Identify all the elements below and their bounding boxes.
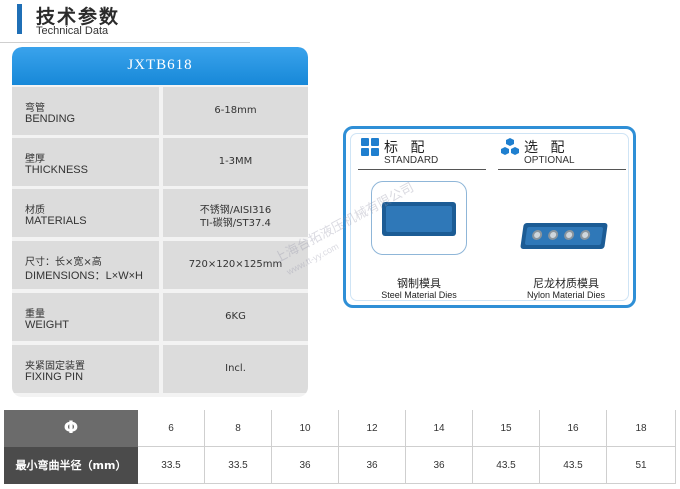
die-case-illustration [520,223,608,249]
standard-title-cn: 标 配 [384,140,429,156]
steel-dies-image [371,181,467,255]
model-name: JXTB618 [127,57,193,73]
die-case-illustration [382,202,456,236]
spec-value-cell: 720×120×125mm [163,241,308,289]
spec-label-cell: 尺寸：长×宽×高 DIMENSIONS：L×W×H [12,241,159,289]
spec-label-cn: 尺寸：长×宽×高 [25,257,102,268]
radius-cell: 36 [406,447,473,484]
standard-product-en: Steel Material Dies [381,290,457,300]
spec-row-materials: 材质 MATERIALS 不锈钢/AISI316 TI-碳钢/ST37.4 [12,189,308,237]
spec-table: JXTB618 弯管 BENDING 6-18mm 壁厚 THICKNESS 1… [12,47,308,397]
cubes-icon [501,138,519,155]
diameter-cell: 15 [473,410,540,447]
spec-label-en: WEIGHT [25,319,69,331]
spec-row-thickness: 壁厚 THICKNESS 1-3MM [12,138,308,186]
spec-row-dimensions: 尺寸：长×宽×高 DIMENSIONS：L×W×H 720×120×125mm [12,241,308,289]
radius-header: 最小弯曲半径（mm） [4,447,138,484]
diameter-cell: 16 [540,410,607,447]
header-accent-bar [17,4,22,34]
spec-table-header: JXTB618 [12,47,308,85]
radius-cell: 36 [272,447,339,484]
spec-label-cell: 夹紧固定装置 FIXING PIN [12,345,159,393]
standard-product-cn: 钢制模具 [397,277,441,290]
radius-cell: 43.5 [540,447,607,484]
optional-title-cn: 选 配 [524,140,569,156]
radius-cell: 36 [339,447,406,484]
spec-label-cn: 重量 [25,309,45,320]
optional-title-en: OPTIONAL [524,155,575,166]
spec-row-fixing-pin: 夹紧固定装置 FIXING PIN Incl. [12,345,308,393]
options-panel-inner [350,133,629,301]
spec-value-cell: 6KG [163,293,308,341]
radius-cell: 33.5 [205,447,272,484]
bending-radius-table: Φ 最小弯曲半径（mm） 6 8 10 12 14 15 16 18 33.5 … [4,410,676,484]
diameter-cell: 6 [138,410,205,447]
spec-value: TI-碳钢/ST37.4 [200,218,271,229]
options-panel: 标 配 STANDARD 钢制模具 Steel Material Dies 选 … [343,126,636,308]
spec-value: 6-18mm [214,105,257,116]
grid-squares-icon [361,138,379,156]
spec-value-cell: 6-18mm [163,87,308,135]
section-title-cn: 技术参数 [36,6,121,28]
spec-value: 720×120×125mm [188,259,283,270]
optional-product-en: Nylon Material Dies [526,290,606,300]
diameter-cell: 12 [339,410,406,447]
spec-label-cn: 材质 [25,205,45,216]
diameter-cell: 8 [205,410,272,447]
spec-label-en: DIMENSIONS：L×W×H [25,270,143,282]
spec-label-cell: 重量 WEIGHT [12,293,159,341]
spec-label-en: BENDING [25,113,76,125]
standard-divider [358,169,486,170]
spec-label-cn: 弯管 [25,103,45,114]
optional-divider [498,169,626,170]
header-divider [0,42,250,43]
diameter-cell: 14 [406,410,473,447]
spec-row-weight: 重量 WEIGHT 6KG [12,293,308,341]
diameter-header: Φ [4,410,138,447]
radius-cell: 51 [607,447,676,484]
spec-value: 不锈钢/AISI316 [199,205,272,216]
spec-value: Incl. [225,363,246,374]
spec-value: 6KG [225,311,246,322]
spec-value-cell: Incl. [163,345,308,393]
spec-label-cell: 弯管 BENDING [12,87,159,135]
section-title-en: Technical Data [36,25,109,37]
spec-label-cn: 夹紧固定装置 [25,361,85,372]
spec-label-en: FIXING PIN [25,371,84,383]
spec-label-cn: 壁厚 [25,154,45,165]
section-header: 技术参数 Technical Data [0,0,300,46]
spec-label-cell: 材质 MATERIALS [12,189,159,237]
spec-value-cell: 1-3MM [163,138,308,186]
spec-label-en: MATERIALS [25,215,87,227]
spec-value: 1-3MM [218,156,253,167]
diameter-cell: 18 [607,410,676,447]
standard-title-en: STANDARD [384,155,439,166]
spec-label-cell: 壁厚 THICKNESS [12,138,159,186]
diameter-cell: 10 [272,410,339,447]
spec-label-en: THICKNESS [25,164,88,176]
radius-cell: 43.5 [473,447,540,484]
radius-cell: 33.5 [138,447,205,484]
spec-value-cell: 不锈钢/AISI316 TI-碳钢/ST37.4 [163,189,308,237]
optional-product-cn: 尼龙材质模具 [533,277,599,290]
spec-row-bending: 弯管 BENDING 6-18mm [12,87,308,135]
nylon-dies-image [518,181,608,255]
